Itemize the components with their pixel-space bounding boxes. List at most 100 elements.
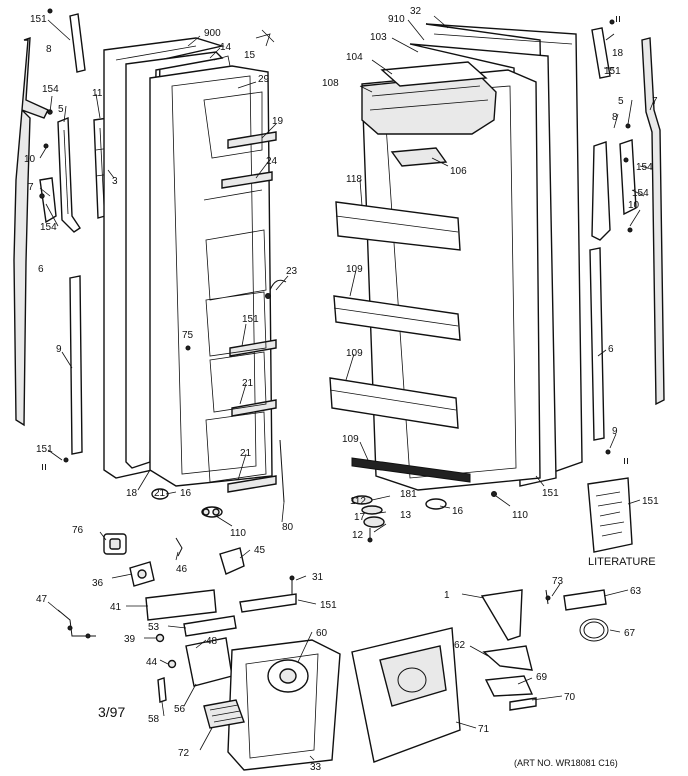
part-53-cover-plate (145, 589, 217, 621)
callout-label-5: 5 (58, 104, 64, 115)
callout-label-109: 109 (346, 264, 363, 275)
callout-label-47: 47 (36, 594, 48, 605)
callout-label-118: 118 (346, 174, 362, 185)
callout-label-7: 7 (28, 182, 34, 193)
part-8-left-strip (69, 13, 86, 73)
callout-label-104: 104 (346, 52, 363, 63)
callout-label-48: 48 (206, 636, 218, 647)
part-41-lever (57, 609, 96, 637)
part-109-door-shelf-2 (333, 295, 461, 341)
callout-label-110: 110 (230, 528, 246, 539)
fresh-food-door-assembly (329, 23, 583, 543)
callout-label-56: 56 (174, 704, 186, 715)
door-liner-right (361, 69, 541, 491)
callout-label-103: 103 (370, 32, 387, 43)
callout-label-73: 73 (552, 576, 564, 587)
callout-label-75: 75 (182, 330, 194, 341)
part-112-bottom-trim (351, 457, 471, 483)
callout-label-80: 80 (282, 522, 294, 533)
literature-caption: LITERATURE (588, 556, 656, 568)
callout-label-106: 106 (450, 166, 467, 177)
callout-label-151: 151 (542, 488, 559, 499)
callout-label-7: 7 (652, 96, 658, 107)
part-60-bracket (239, 593, 297, 613)
part-1-literature-booklet (587, 477, 633, 553)
callout-label-46: 46 (176, 564, 188, 575)
callout-label-910: 910 (388, 14, 405, 25)
part-7-left-handle-cap (39, 177, 57, 224)
callout-label-62: 62 (454, 640, 466, 651)
callout-label-10: 10 (628, 200, 640, 211)
art-number: (ART NO. WR18081 C16) (514, 758, 618, 768)
right-handle-trim-group: ıı ıı (589, 13, 665, 467)
callout-label-67: 67 (624, 628, 636, 639)
svg-text:ıı: ıı (615, 13, 621, 25)
callout-label-900: 900 (204, 28, 221, 39)
svg-text:ıı: ıı (41, 461, 47, 473)
part-6-left-trim (13, 37, 49, 427)
literature-part: LITERATURE (587, 477, 656, 568)
part-73-ice-chute (480, 589, 523, 641)
callout-label-63: 63 (630, 586, 642, 597)
callout-label-76: 76 (72, 525, 84, 536)
dispenser-parts-group: 3/97 (57, 533, 341, 771)
part-21-shelf-bar-3 (227, 475, 277, 493)
callout-label-36: 36 (92, 578, 104, 589)
part-32-dispenser-housing (227, 639, 341, 771)
callout-label-108: 108 (322, 78, 339, 89)
date-code: 3/97 (98, 704, 125, 720)
callout-label-5: 5 (618, 96, 624, 107)
callout-label-112: 112 (350, 496, 366, 507)
part-69-lever (482, 645, 533, 671)
callout-label-21: 21 (154, 488, 166, 499)
callout-label-3: 3 (112, 176, 118, 187)
callout-label-6: 6 (38, 264, 44, 275)
callout-label-32: 32 (410, 6, 422, 17)
callout-label-154: 154 (42, 84, 59, 95)
ice-dispenser-parts (351, 589, 609, 763)
part-6-right-trim (641, 37, 665, 406)
part-12-cam-right (363, 516, 385, 528)
callout-label-181: 181 (400, 489, 417, 500)
callout-label-151: 151 (30, 14, 47, 25)
callout-label-16: 16 (452, 506, 464, 517)
callout-label-71: 71 (478, 724, 490, 735)
part-39-circuit-board (183, 615, 237, 637)
callout-label-151: 151 (36, 444, 53, 455)
part-45-spring (175, 537, 183, 557)
callout-label-58: 58 (148, 714, 160, 725)
part-9-right-strip (589, 247, 605, 441)
callout-label-14: 14 (220, 42, 232, 53)
callout-label-9: 9 (612, 426, 618, 437)
callout-label-18: 18 (612, 48, 624, 59)
callout-label-154: 154 (636, 162, 653, 173)
callout-label-33: 33 (310, 762, 322, 773)
part-67-bracket (563, 589, 607, 611)
callout-label-21: 21 (240, 448, 252, 459)
part-48-screw (155, 633, 165, 643)
callout-label-154: 154 (40, 222, 57, 233)
callout-label-13: 13 (400, 510, 412, 521)
part-62-ring (579, 618, 609, 642)
callout-label-21: 21 (242, 378, 254, 389)
callout-label-10: 10 (24, 154, 36, 165)
part-71-spring (509, 697, 537, 711)
callout-labels: 1518154510715461139151189001415291924237… (24, 6, 659, 773)
callout-label-19: 19 (272, 116, 284, 127)
part-118-egg-tray (390, 147, 448, 167)
callout-label-15: 15 (244, 50, 256, 61)
callout-label-151: 151 (604, 66, 621, 77)
callout-label-1: 1 (444, 590, 450, 601)
callout-label-53: 53 (148, 622, 160, 633)
part-5-left-handle (57, 116, 81, 233)
callout-label-109: 109 (346, 348, 363, 359)
part-109-door-shelf-1 (335, 201, 461, 251)
callout-label-39: 39 (124, 634, 136, 645)
part-72-pin (157, 677, 167, 703)
callout-label-24: 24 (266, 156, 278, 167)
callout-label-45: 45 (254, 545, 266, 556)
callout-label-12: 12 (352, 530, 364, 541)
callout-label-8: 8 (46, 44, 52, 55)
